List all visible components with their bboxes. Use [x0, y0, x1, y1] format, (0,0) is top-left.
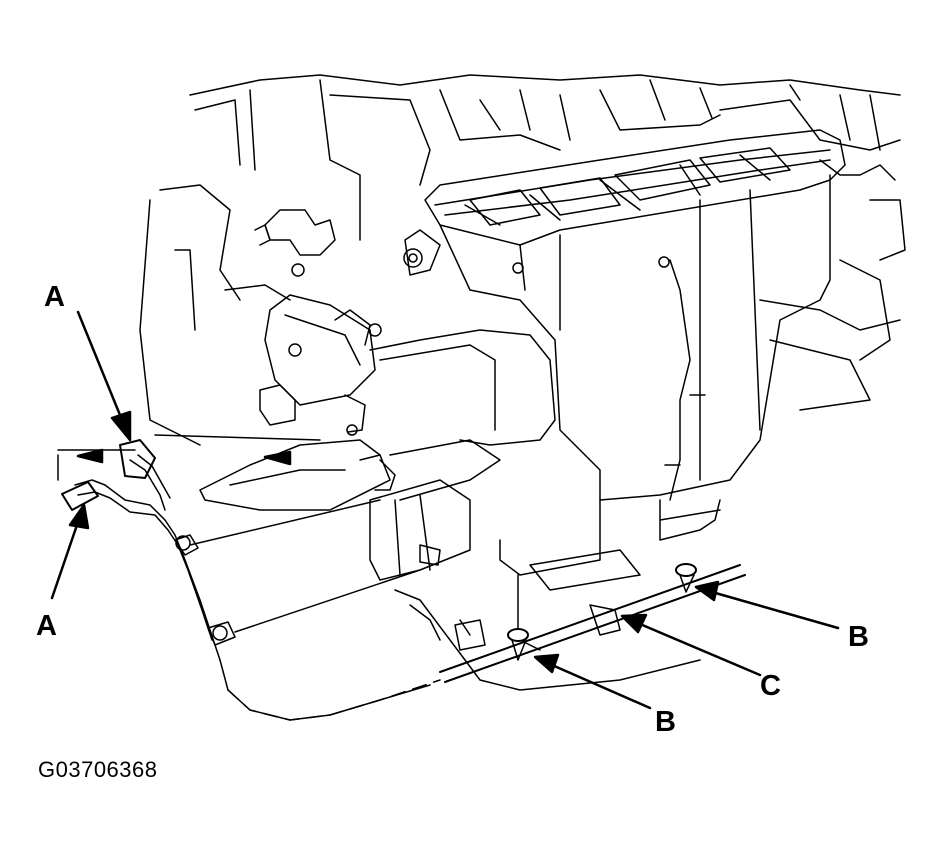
actuator-assembly [224, 209, 382, 436]
heater-case-top-vent [424, 129, 846, 274]
arrow-a-lower-head [68, 503, 90, 530]
small-arrow-left [76, 448, 104, 464]
arrow-a-lower [50, 520, 80, 600]
callout-b-right: B [848, 621, 869, 653]
arrow-a-upper-head [110, 410, 132, 442]
dashboard-structure [139, 74, 906, 446]
mounting-bar [439, 563, 746, 683]
figure-id: G03706368 [38, 757, 158, 782]
callout-a-lower: A [36, 610, 57, 642]
callout-a-upper: A [44, 281, 65, 313]
arrow-b-right-head [694, 580, 720, 602]
arrow-b-bottom-head [533, 653, 560, 674]
arrow-b-bottom [550, 663, 652, 710]
heater-case-body [403, 174, 831, 591]
arrow-c-head [620, 613, 648, 634]
arrow-c [638, 622, 762, 677]
callout-arrows [50, 310, 840, 710]
floor-duct [199, 329, 556, 581]
callout-b-bottom: B [655, 706, 676, 738]
lower-case [394, 589, 701, 691]
small-arrow-mid [263, 450, 292, 466]
arrow-b-right [710, 590, 840, 630]
dash-dot-leader [227, 679, 441, 721]
reference-lines [57, 434, 519, 633]
arrow-a-upper [76, 310, 124, 422]
callout-c: C [760, 670, 781, 702]
